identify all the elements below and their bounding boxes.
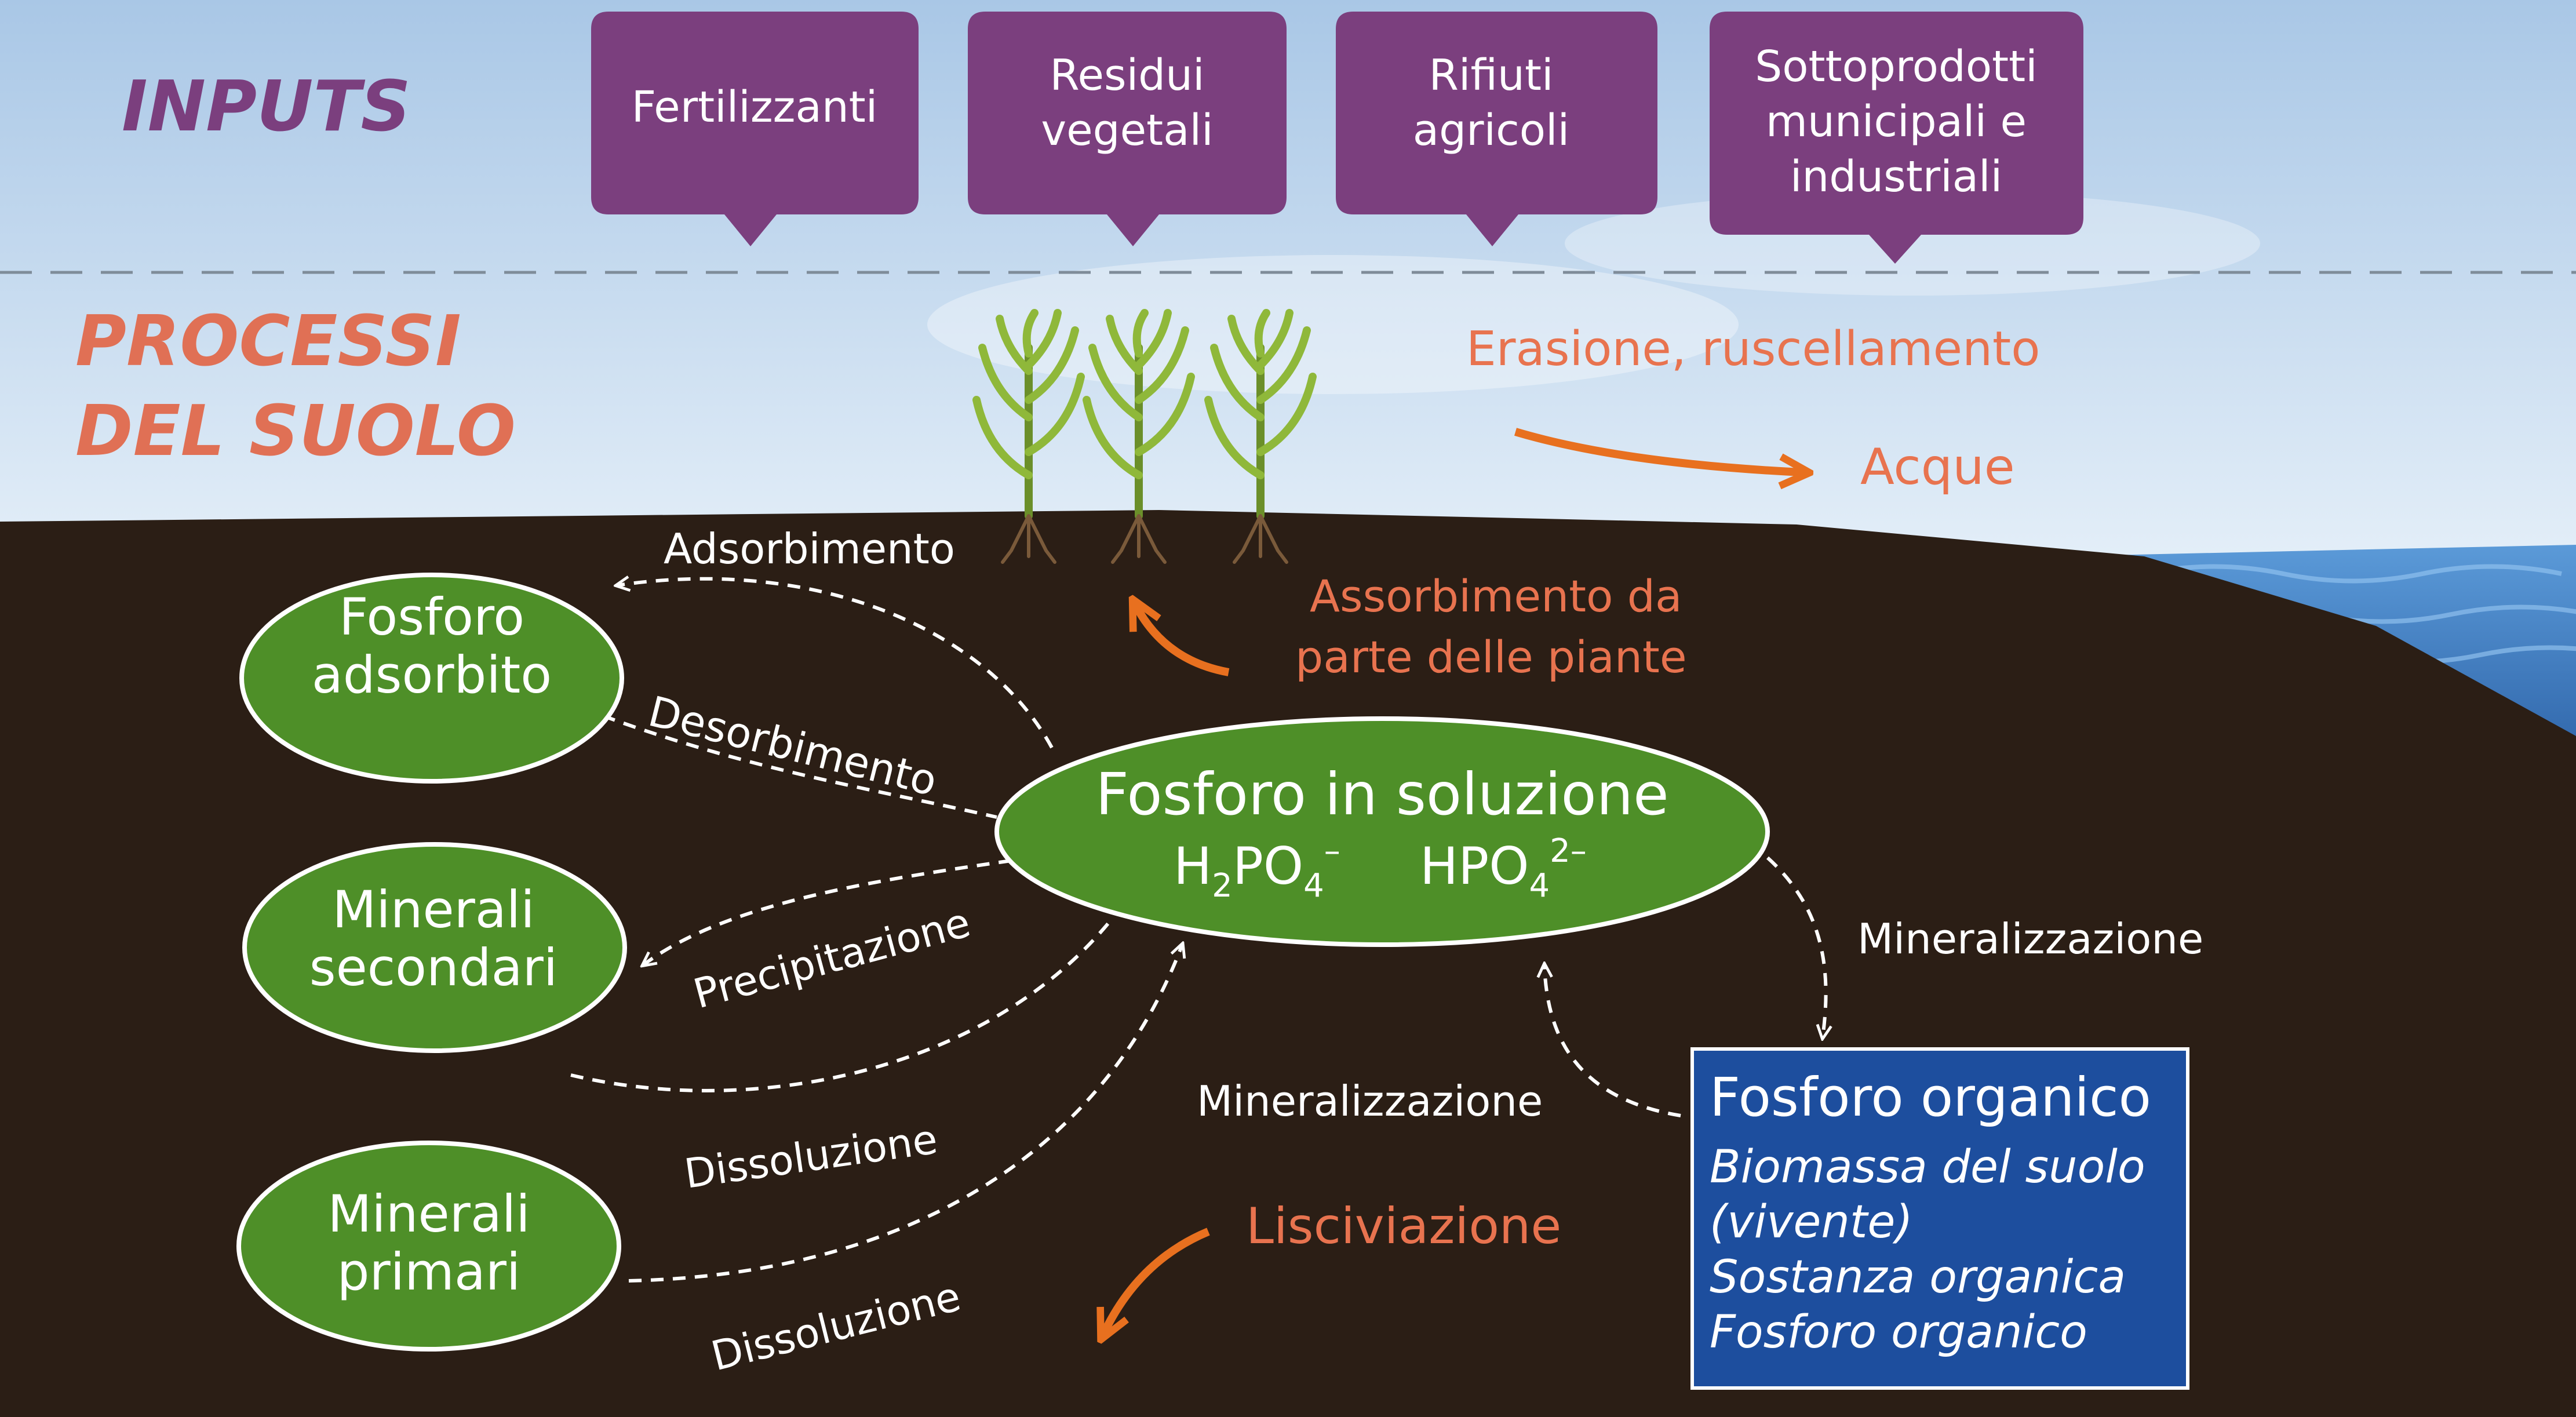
plant-uptake-label-line2: parte delle piante (1295, 631, 1687, 683)
mineralization-right-arrow (1766, 856, 1826, 1037)
inputs-heading: INPUTS (122, 67, 411, 147)
node-label: Minerali (327, 1184, 530, 1244)
node-label: adsorbito (312, 645, 552, 705)
plant-uptake-label-line1: Assorbimento da (1310, 570, 1682, 622)
processes-heading-line1: PROCESSI (75, 301, 461, 382)
input-residui-vegetali: Residui vegetali (968, 12, 1287, 246)
waters-label: Acque (1860, 438, 2015, 496)
mineralization-left-label: Mineralizzazione (1197, 1077, 1543, 1125)
leaching-label: Lisciviazione (1246, 1197, 1561, 1255)
input-label: industriali (1790, 152, 2002, 202)
input-label: Sottoprodotti (1755, 42, 2037, 92)
organic-box-item: Sostanza organica (1710, 1251, 2126, 1303)
organic-box-item: Biomassa del suolo (1710, 1141, 2145, 1193)
node-secondary-minerals: Minerali secondari (242, 842, 627, 1053)
solution-title: Fosforo in soluzione (1095, 760, 1668, 828)
node-label: secondari (309, 938, 558, 997)
node-primary-minerals: Minerali primari (236, 1141, 621, 1352)
organic-box-item: Fosforo organico (1710, 1306, 2087, 1358)
plant-uptake-arrow (1136, 606, 1230, 676)
input-label: agricoli (1413, 105, 1569, 155)
dissolution-secondary-arrow (570, 920, 1112, 1092)
input-label: vegetali (1041, 105, 1213, 155)
precipitation-arrow (643, 859, 1012, 965)
process-arrows (570, 579, 1826, 1283)
input-label: Fertilizzanti (632, 82, 878, 132)
organic-box-title: Fosforo organico (1710, 1066, 2151, 1128)
organic-box-item: (vivente) (1710, 1196, 1913, 1248)
node-phosphorus-in-solution: Fosforo in soluzione H2PO4– HPO42– (994, 716, 1770, 947)
leaching-arrow (1104, 1227, 1210, 1333)
mineralization-right-label: Mineralizzazione (1857, 915, 2203, 963)
mineralization-left-arrow (1544, 965, 1681, 1117)
node-label: Minerali (332, 880, 534, 939)
processes-heading-line2: DEL SUOLO (75, 391, 516, 472)
input-rifiuti-agricoli: Rifiuti agricoli (1336, 12, 1657, 246)
input-sottoprodotti: Sottoprodotti municipali e industriali (1710, 12, 2083, 264)
sky-background (0, 0, 2576, 556)
erosion-arrow (1514, 428, 1802, 472)
input-label: Residui (1050, 50, 1204, 100)
adsorption-arrow (617, 579, 1054, 749)
node-label: Fosforo (339, 587, 524, 647)
organic-phosphorus-box: Fosforo organico Biomassa del suolo (viv… (1690, 1047, 2189, 1390)
erosion-label: Erasione, ruscellamento (1466, 322, 2040, 377)
input-label: Rifiuti (1429, 50, 1553, 100)
species-dihydrogen-phosphate: H2PO4– (1174, 832, 1340, 905)
dissolution-primary-arrow (628, 945, 1182, 1283)
species-hydrogen-phosphate: HPO42– (1420, 832, 1587, 905)
node-label: primari (337, 1242, 521, 1302)
node-adsorbed-phosphorus: Fosforo adsorbito (239, 573, 624, 784)
adsorption-label: Adsorbimento (664, 524, 955, 573)
input-fertilizzanti: Fertilizzanti (591, 12, 919, 246)
input-label: municipali e (1766, 97, 2027, 147)
plant-illustration (972, 309, 1317, 564)
